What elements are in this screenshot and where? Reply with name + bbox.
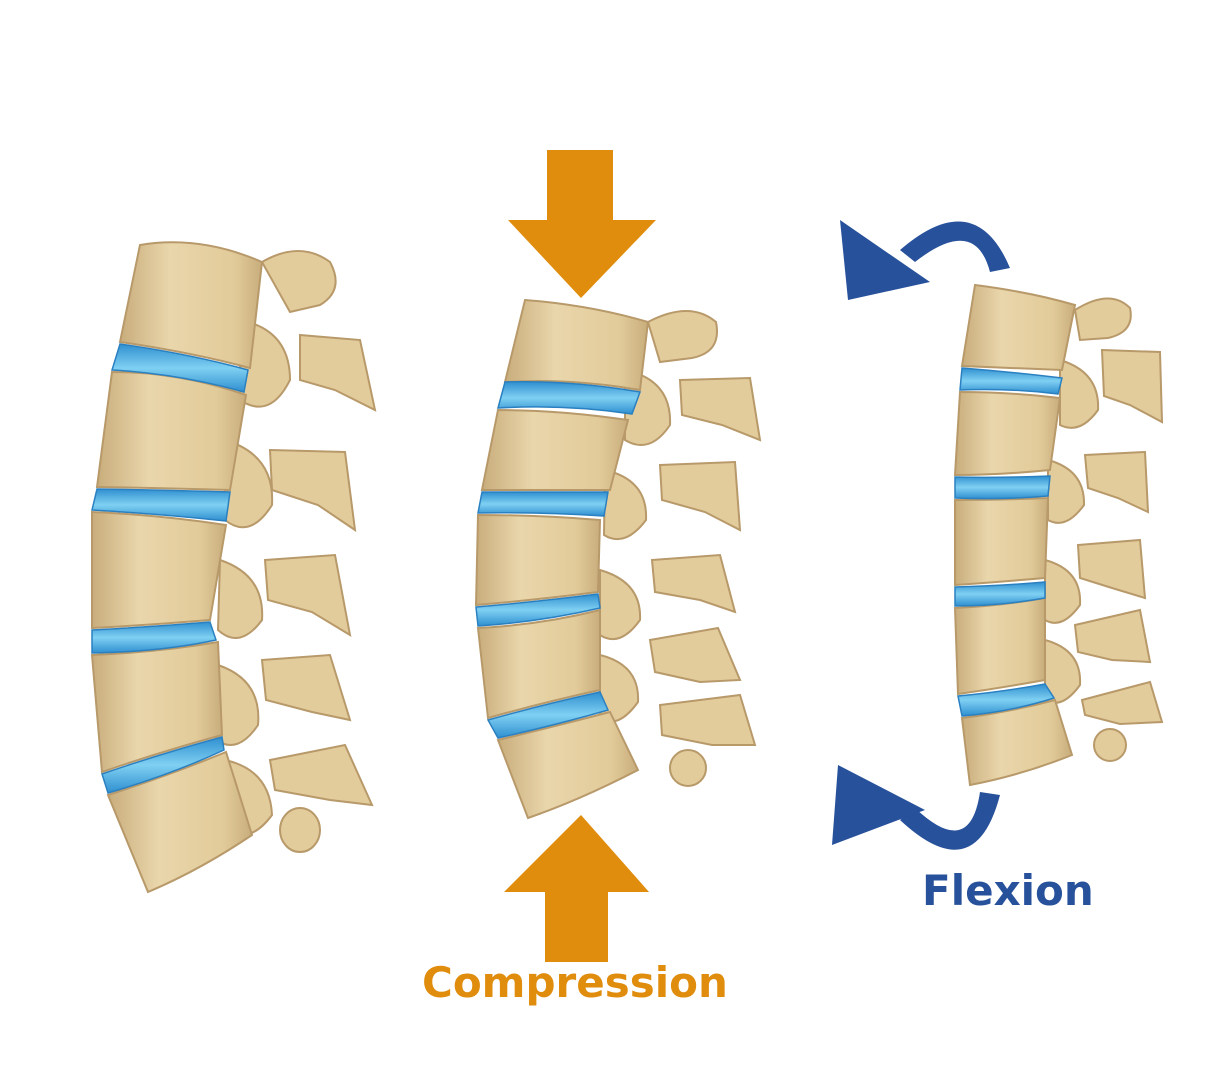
neutral-spine: [90, 241, 377, 894]
down-arrow-icon: [508, 150, 656, 298]
compression-arrows: [504, 150, 656, 962]
compression-label: Compression: [422, 958, 728, 1007]
flexion-arrows: [832, 220, 1010, 850]
flexion-label: Flexion: [922, 866, 1094, 915]
compressed-spine: [474, 298, 762, 820]
curved-arrow-top-icon: [840, 220, 1010, 300]
flexed-spine: [953, 283, 1164, 787]
curved-arrow-bottom-icon: [832, 765, 1000, 850]
up-arrow-icon: [504, 815, 649, 962]
